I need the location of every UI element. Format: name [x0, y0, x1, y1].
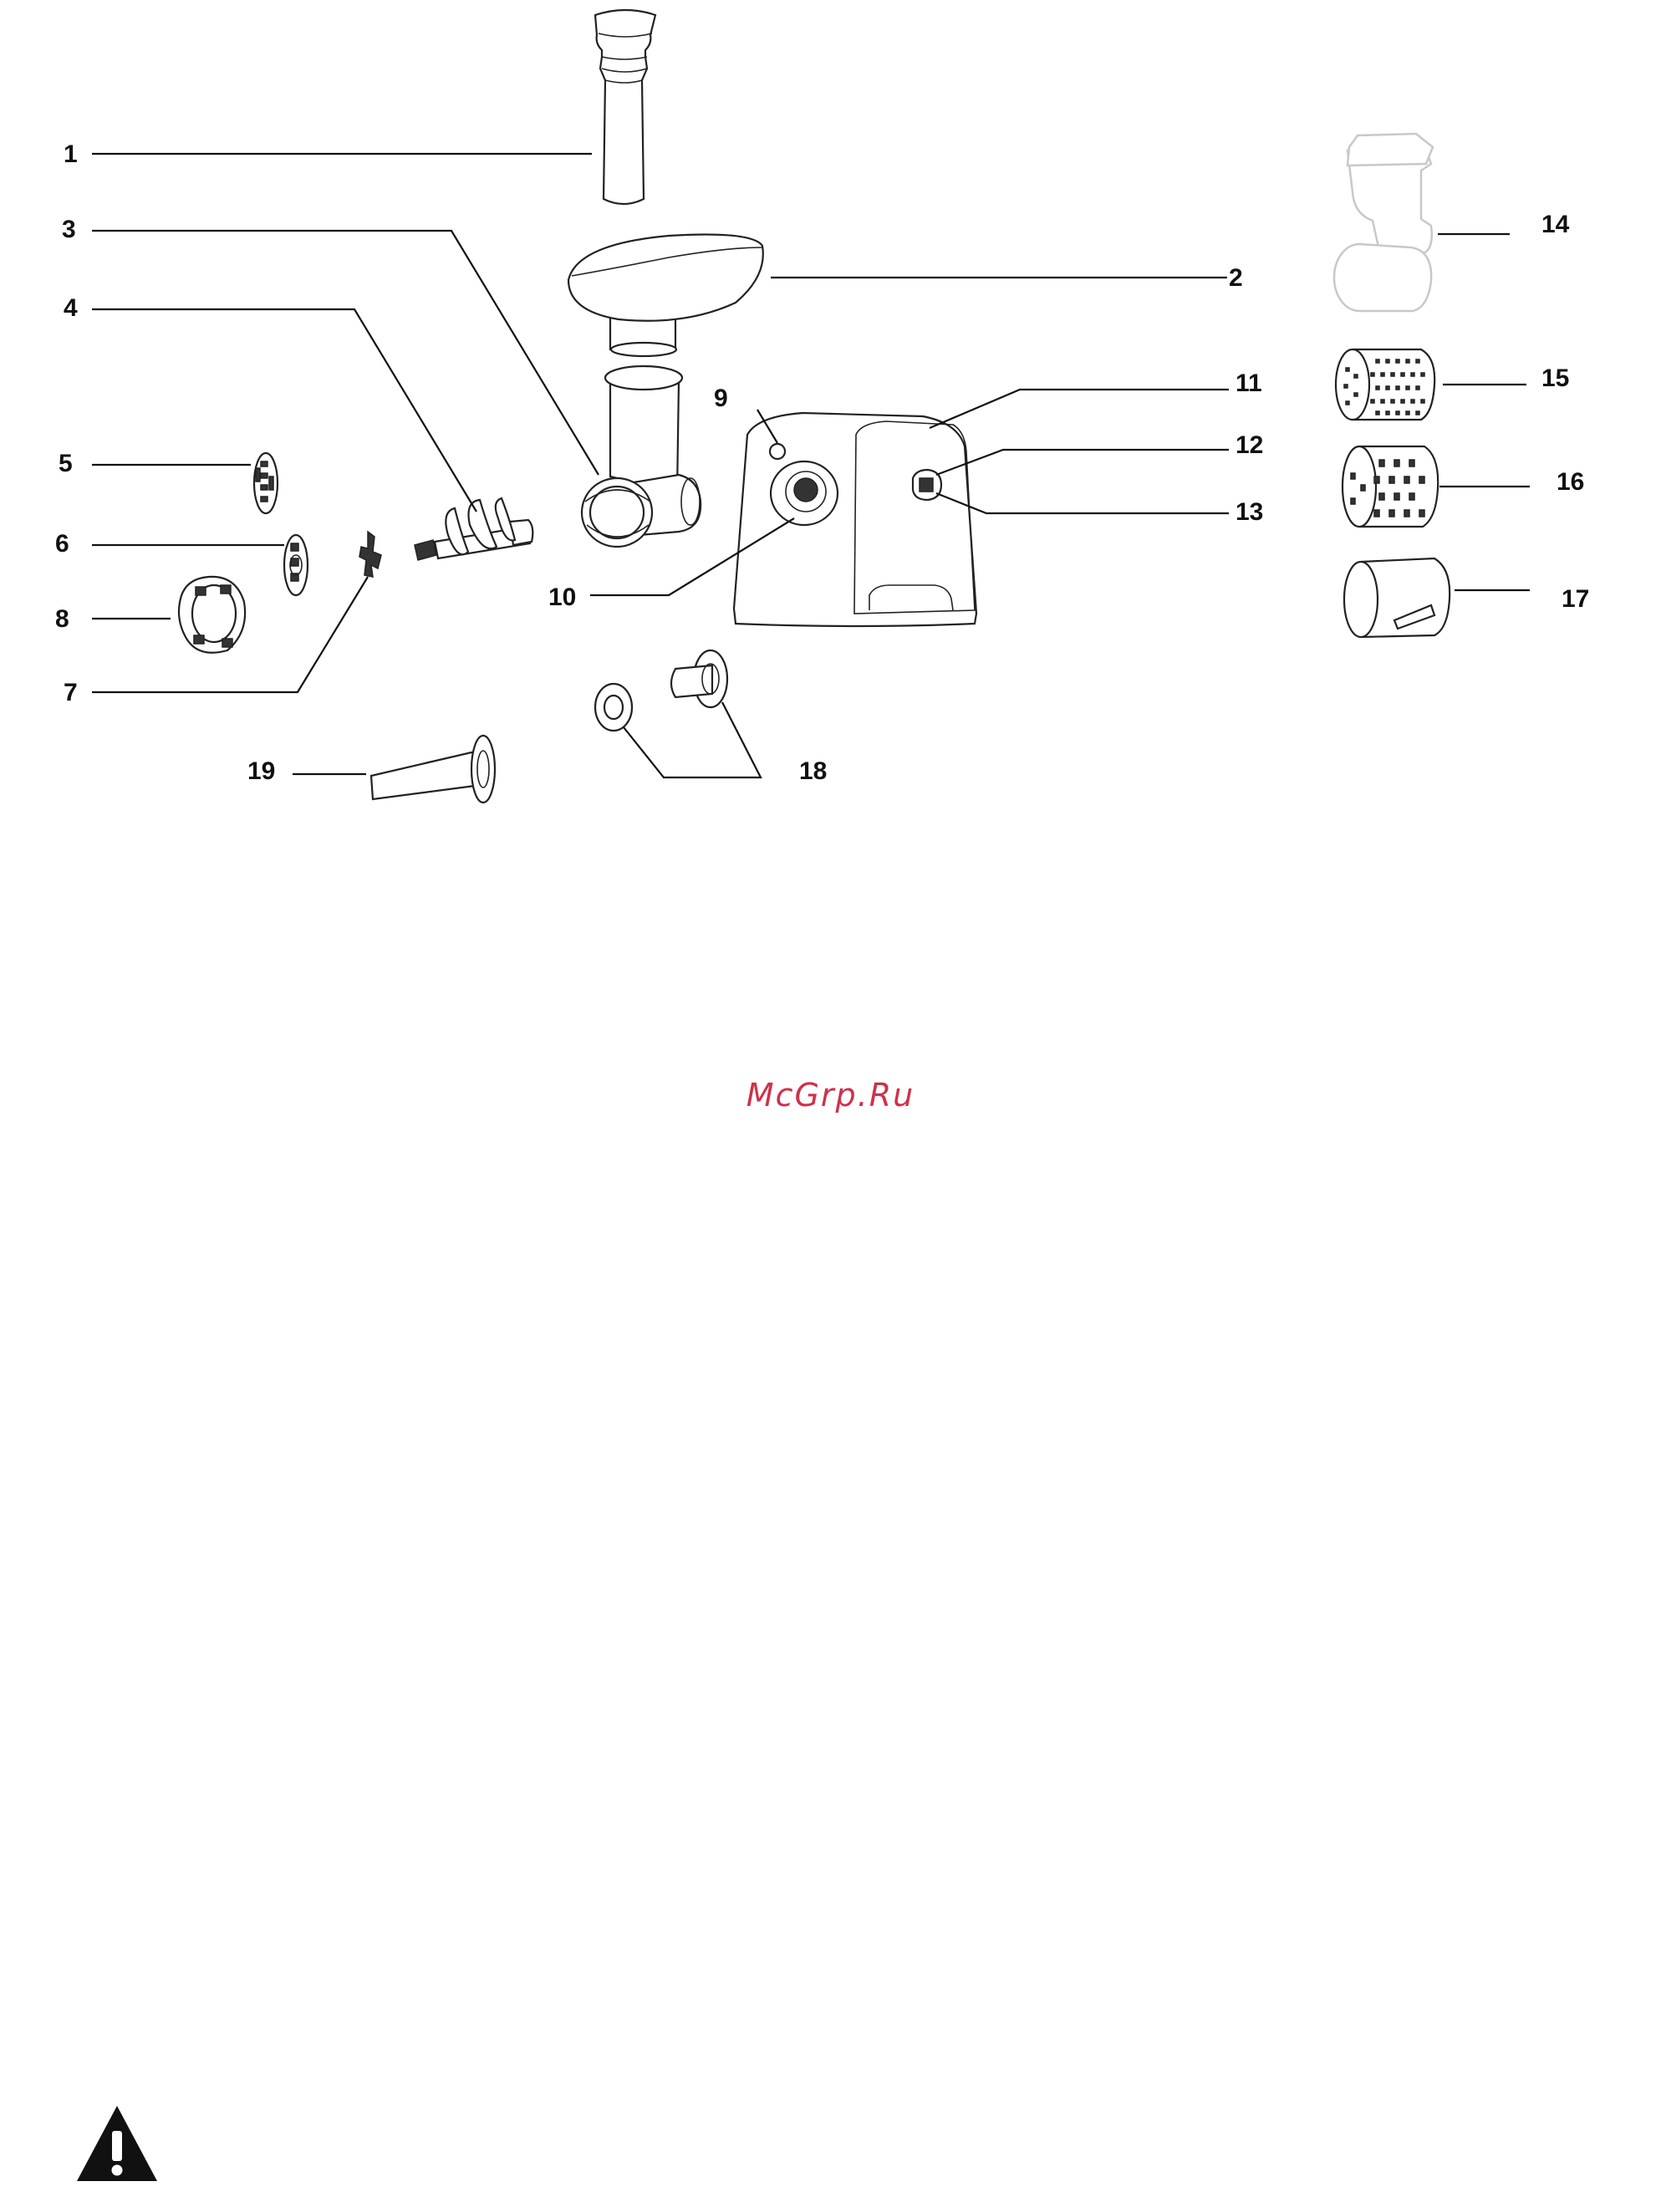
callout-19: 19 — [247, 757, 275, 785]
callout-5: 5 — [59, 450, 73, 477]
exploded-parts-diagram: 1 2 3 4 5 6 7 8 9 10 11 12 13 14 15 16 1… — [0, 0, 1661, 836]
pusher-part — [595, 10, 655, 204]
coarse-plate-part — [284, 535, 308, 595]
shredding-drum-part — [1343, 446, 1438, 527]
callout-6: 6 — [55, 530, 69, 558]
grinder-head-part — [582, 366, 701, 547]
fine-plate-part — [254, 453, 278, 513]
sausage-nozzle-part — [371, 736, 495, 803]
callout-9: 9 — [714, 385, 728, 412]
callout-17: 17 — [1562, 585, 1589, 613]
grating-drum-part — [1336, 349, 1434, 420]
callout-15: 15 — [1541, 364, 1569, 392]
callout-1: 1 — [64, 140, 78, 168]
callout-12: 12 — [1236, 431, 1263, 459]
callout-3: 3 — [62, 216, 76, 243]
slicer-chute-part — [1334, 134, 1433, 311]
callout-4: 4 — [64, 294, 78, 322]
callout-13: 13 — [1236, 498, 1263, 526]
sausage-adapter-part — [595, 650, 727, 731]
callout-7: 7 — [64, 679, 78, 706]
motor-body-part — [734, 413, 976, 626]
tray-part — [568, 235, 763, 357]
callout-14: 14 — [1541, 211, 1570, 238]
callout-16: 16 — [1557, 468, 1584, 496]
ring-nut-part — [179, 577, 245, 653]
callout-10: 10 — [548, 584, 576, 611]
callout-8: 8 — [55, 605, 69, 633]
callout-18: 18 — [799, 757, 827, 785]
cutting-blade-part — [359, 532, 381, 577]
callout-2: 2 — [1229, 264, 1243, 292]
watermark-text: McGrp.Ru — [0, 1077, 1661, 1114]
slicing-drum-part — [1344, 558, 1450, 637]
warning-triangle-icon — [75, 2102, 159, 2186]
callout-11: 11 — [1236, 370, 1262, 397]
